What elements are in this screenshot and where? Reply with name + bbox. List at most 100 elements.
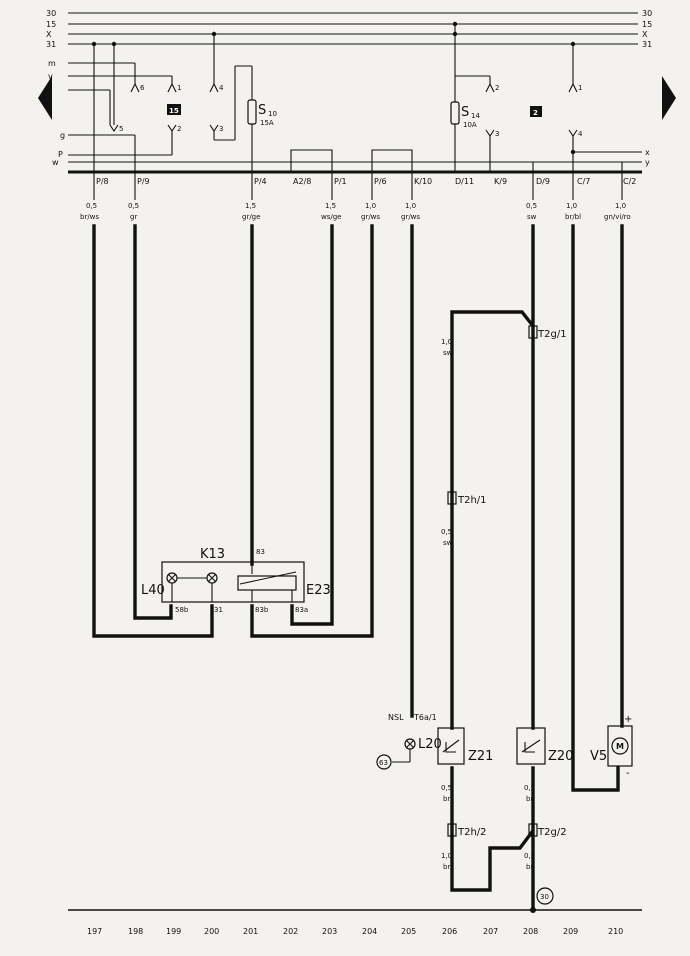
connector-p9: P/9	[137, 177, 150, 186]
terminal-6: 6	[140, 84, 145, 92]
wire-size-5: 1,0	[365, 202, 376, 210]
bus-label-right-15: 15	[642, 20, 652, 29]
mid-wire-size-5: 1,0	[441, 852, 452, 860]
wire-size-9: 1,0	[615, 202, 626, 210]
wire-color-7: sw	[527, 213, 537, 221]
terminal-2a: 2	[177, 125, 181, 133]
prev-page-arrow-icon[interactable]	[38, 76, 52, 120]
wire-color-8: br/bl	[565, 213, 581, 221]
connector-p4: P/4	[254, 177, 267, 186]
bus-label-v: v	[48, 72, 53, 81]
next-page-arrow-icon[interactable]	[662, 76, 676, 120]
bus-label-30: 30	[46, 9, 56, 18]
connector-k9: K/9	[494, 177, 507, 186]
v5-motor: M	[607, 725, 633, 767]
mid-wire-color-1: sw	[443, 349, 453, 357]
ref-63: 63	[379, 759, 388, 767]
connector-t2g2: T2g/2	[537, 827, 567, 838]
footer-204: 204	[362, 927, 377, 936]
terminal-2b: 2	[495, 84, 499, 92]
bus-label-x: X	[46, 30, 52, 39]
footer-206: 206	[442, 927, 457, 936]
mid-wire-size-1: 1,0	[441, 338, 452, 346]
wire-size-2: 0,5	[128, 202, 139, 210]
z21-heater	[437, 727, 465, 765]
wire-size-6: 1,0	[405, 202, 416, 210]
mid-wire-color-2: sw	[443, 539, 453, 547]
footer-210: 210	[608, 927, 623, 936]
connector-stubs	[93, 172, 623, 200]
component-e23: E23	[306, 583, 331, 598]
terminal-1a: 1	[177, 84, 181, 92]
fuse-s10-name: S	[258, 103, 266, 118]
fuse-s10-body	[247, 99, 257, 125]
wire-color-2: gr	[130, 213, 137, 221]
terminal-31: 31	[214, 606, 223, 614]
connector-c7: C/7	[577, 177, 590, 186]
footer-207: 207	[483, 927, 498, 936]
bus-label-m: m	[48, 59, 56, 68]
z20-heater	[516, 727, 546, 765]
mid-wire-color-6: br	[526, 863, 533, 871]
bus-junctions	[91, 21, 576, 155]
mid-wire-size-3: 0,5	[441, 784, 452, 792]
side-label-w: w	[52, 158, 59, 167]
wire-color-5: gr/ws	[361, 213, 380, 221]
badge-right	[530, 106, 542, 117]
terminal-3b: 3	[495, 130, 499, 138]
terminal-83b: 83b	[255, 606, 269, 614]
fuse-s10-rating: 15A	[260, 119, 274, 127]
component-z20: Z20	[548, 749, 573, 764]
footer-209: 209	[563, 927, 578, 936]
footer-202: 202	[283, 927, 298, 936]
component-k13: K13	[200, 547, 225, 562]
side-label-y: y	[645, 158, 650, 167]
badge-left	[167, 104, 181, 115]
wire-color-6: gr/ws	[401, 213, 420, 221]
terminal-5: 5	[119, 125, 123, 133]
mid-wire-size-2: 0,5	[441, 528, 452, 536]
wire-size-4: 1,5	[325, 202, 336, 210]
mid-wire-color-3: br	[443, 795, 450, 803]
fuse-s14-rating: 10A	[463, 121, 477, 129]
footer-199: 199	[166, 927, 181, 936]
connector-d9: D/9	[536, 177, 550, 186]
footer-197: 197	[87, 927, 102, 936]
terminal-3a: 3	[219, 125, 223, 133]
bus-label-right-31: 31	[642, 40, 652, 49]
mid-wire-labels: 1,0 sw 0,5 sw 0,5 br 0,5 br 1,0 br 0,5 b…	[441, 338, 535, 871]
footer-198: 198	[128, 927, 143, 936]
connector-k10: K/10	[414, 177, 432, 186]
connector-loops	[290, 149, 413, 172]
component-l40: L40	[141, 583, 165, 598]
bus-label-l: l	[50, 86, 52, 95]
thick-wires	[92, 224, 624, 912]
label-nsl: NSL	[388, 713, 404, 722]
component-z21: Z21	[468, 749, 493, 764]
connector-t2h1: T2h/1	[457, 495, 487, 506]
connector-t2h2: T2h/2	[457, 827, 487, 838]
wire-color-1: br/ws	[80, 213, 99, 221]
fuse-s14-body	[450, 101, 460, 125]
terminal-58b: 58b	[175, 606, 189, 614]
bus-label-31: 31	[46, 40, 56, 49]
terminal-4a: 4	[219, 84, 224, 92]
footer-numbers: 197 198 199 200 201 202 203 204 205 206 …	[87, 927, 623, 936]
connector-p6: P/6	[374, 177, 387, 186]
footer-200: 200	[204, 927, 219, 936]
connector-a2-8: A2/8	[293, 177, 311, 186]
bus-labels-left: 30 15 X 31 m v l	[46, 9, 56, 95]
connector-c2: C/2	[623, 177, 636, 186]
wire-size-1: 0,5	[86, 202, 97, 210]
bus-label-right-x: X	[642, 30, 648, 39]
component-v5: V5	[590, 749, 607, 764]
ref-30-circle	[536, 887, 554, 905]
terminal-83: 83	[256, 548, 265, 556]
wire-labels: 0,5 br/ws 0,5 gr 1,5 gr/ge 1,5 ws/ge 1,0…	[80, 202, 631, 221]
mid-wire-size-4: 0,5	[524, 784, 535, 792]
svg-text:M: M	[616, 742, 624, 751]
ground-junction	[530, 907, 536, 913]
mid-wire-color-5: br	[443, 863, 450, 871]
bus-labels-right: 30 15 X 31	[642, 9, 652, 49]
